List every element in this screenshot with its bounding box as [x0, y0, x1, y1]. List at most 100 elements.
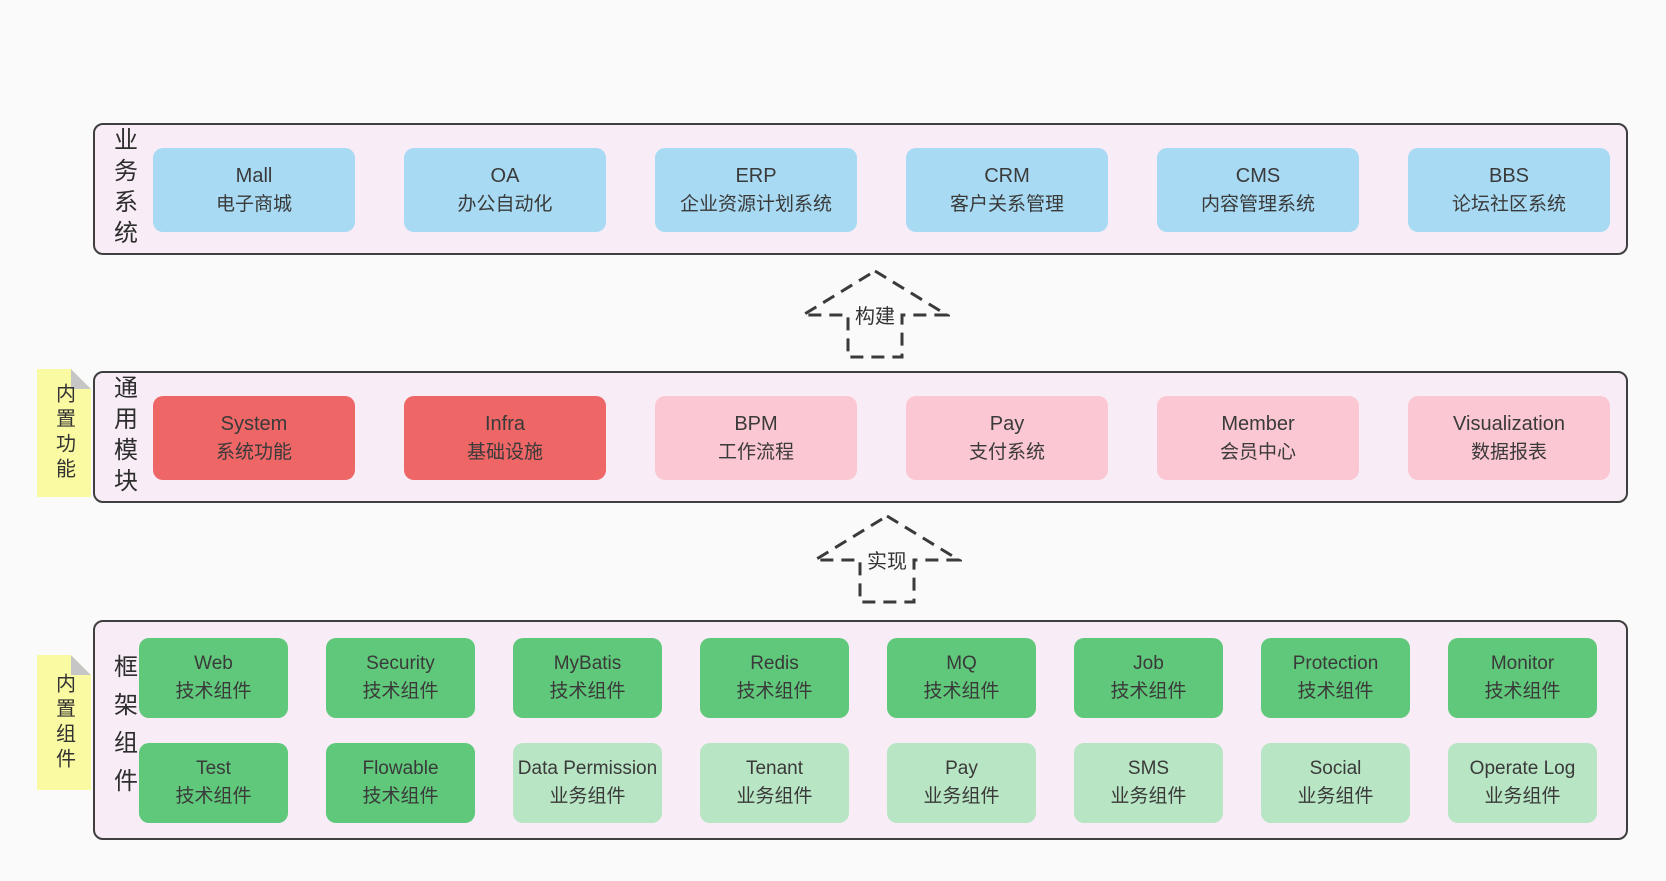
- box-subtitle: 会员中心: [1219, 441, 1296, 463]
- box-mq: MQ 技术组件: [887, 638, 1036, 718]
- box-subtitle: 技术组件: [362, 786, 439, 807]
- sticky-note-builtin-components: 内置组件: [37, 655, 91, 790]
- box-title: Data Permission: [517, 758, 658, 780]
- box-bbs: BBS 论坛社区系统: [1408, 148, 1610, 232]
- box-title: BPM: [734, 412, 778, 435]
- arrow-build-up: 构建: [800, 268, 950, 360]
- box-subtitle: 支付系统: [968, 441, 1045, 463]
- note-text: 内置组件: [52, 672, 75, 773]
- box-mall: Mall 电子商城: [153, 148, 355, 232]
- box-subtitle: 电子商城: [215, 193, 292, 215]
- box-subtitle: 技术组件: [1110, 681, 1187, 702]
- box-title: Security: [366, 653, 435, 675]
- arrow-implement-label: 实现: [864, 550, 910, 575]
- box-title: Pay: [945, 758, 978, 780]
- box-job: Job 技术组件: [1074, 638, 1223, 718]
- box-protection: Protection 技术组件: [1261, 638, 1410, 718]
- box-title: OA: [490, 164, 520, 187]
- box-subtitle: 技术组件: [1297, 681, 1374, 702]
- box-title: Protection: [1292, 653, 1379, 675]
- layer-label-business-text: 业务系统: [109, 127, 137, 251]
- dashed-up-arrow-icon: [812, 514, 962, 604]
- box-monitor: Monitor 技术组件: [1448, 638, 1597, 718]
- arrow-build-label: 构建: [852, 305, 898, 330]
- box-title: Flowable: [362, 758, 439, 780]
- box-subtitle: 系统功能: [215, 441, 292, 463]
- box-title: Infra: [484, 412, 526, 435]
- framework-box-row-1: Web 技术组件 Security 技术组件 MyBatis 技术组件 Redi…: [139, 638, 1597, 718]
- framework-box-row-2: Test 技术组件 Flowable 技术组件 Data Permission …: [139, 743, 1597, 823]
- layer-framework-components: 框架组件 Web 技术组件 Security 技术组件 MyBatis 技术组件…: [93, 620, 1628, 840]
- box-title: Test: [196, 758, 231, 780]
- box-security: Security 技术组件: [326, 638, 475, 718]
- box-subtitle: 技术组件: [175, 681, 252, 702]
- box-system: System 系统功能: [153, 396, 355, 480]
- box-title: CMS: [1235, 164, 1281, 187]
- box-subtitle: 办公自动化: [457, 193, 553, 215]
- box-title: Job: [1133, 653, 1164, 675]
- box-data-permission: Data Permission 业务组件: [513, 743, 662, 823]
- box-pay-component: Pay 业务组件: [887, 743, 1036, 823]
- note-text: 内置功能: [52, 383, 75, 483]
- box-subtitle: 业务组件: [736, 786, 813, 807]
- layer-common-modules: 通用模块 System 系统功能 Infra 基础设施 BPM 工作流程 Pay…: [93, 371, 1628, 503]
- box-crm: CRM 客户关系管理: [906, 148, 1108, 232]
- box-visualization: Visualization 数据报表: [1408, 396, 1610, 480]
- box-title: BBS: [1488, 164, 1530, 187]
- box-erp: ERP 企业资源计划系统: [655, 148, 857, 232]
- box-title: Pay: [989, 412, 1025, 435]
- box-title: Redis: [750, 653, 799, 675]
- layer-label-framework: 框架组件: [103, 622, 143, 838]
- box-tenant: Tenant 业务组件: [700, 743, 849, 823]
- box-title: System: [220, 412, 288, 435]
- layer-business-systems: 业务系统 Mall 电子商城 OA 办公自动化 ERP 企业资源计划系统 CRM…: [93, 123, 1628, 255]
- box-title: MQ: [946, 653, 977, 675]
- box-subtitle: 工作流程: [717, 441, 794, 463]
- box-subtitle: 业务组件: [1110, 786, 1187, 807]
- layer-label-modules: 通用模块: [103, 373, 143, 501]
- box-subtitle: 论坛社区系统: [1451, 193, 1566, 215]
- box-test: Test 技术组件: [139, 743, 288, 823]
- box-web: Web 技术组件: [139, 638, 288, 718]
- box-subtitle: 业务组件: [923, 786, 1000, 807]
- box-title: CRM: [984, 164, 1030, 187]
- box-title: Social: [1309, 758, 1362, 780]
- box-subtitle: 技术组件: [362, 681, 439, 702]
- arrow-implement-up: 实现: [812, 513, 962, 605]
- box-member: Member 会员中心: [1157, 396, 1359, 480]
- box-subtitle: 企业资源计划系统: [679, 193, 832, 215]
- box-subtitle: 业务组件: [549, 786, 626, 807]
- box-infra: Infra 基础设施: [404, 396, 606, 480]
- box-cms: CMS 内容管理系统: [1157, 148, 1359, 232]
- box-title: Operate Log: [1469, 758, 1576, 780]
- box-subtitle: 技术组件: [175, 786, 252, 807]
- dashed-up-arrow-icon: [800, 269, 950, 359]
- box-subtitle: 技术组件: [923, 681, 1000, 702]
- box-subtitle: 业务组件: [1297, 786, 1374, 807]
- box-mybatis: MyBatis 技术组件: [513, 638, 662, 718]
- box-title: MyBatis: [553, 653, 622, 675]
- layer-label-business: 业务系统: [103, 125, 143, 253]
- box-oa: OA 办公自动化: [404, 148, 606, 232]
- box-subtitle: 技术组件: [549, 681, 626, 702]
- box-title: Tenant: [745, 758, 804, 780]
- box-subtitle: 业务组件: [1484, 786, 1561, 807]
- box-subtitle: 技术组件: [1484, 681, 1561, 702]
- box-pay-system: Pay 支付系统: [906, 396, 1108, 480]
- box-social: Social 业务组件: [1261, 743, 1410, 823]
- box-operate-log: Operate Log 业务组件: [1448, 743, 1597, 823]
- layer-label-framework-text: 框架组件: [109, 654, 137, 806]
- box-subtitle: 数据报表: [1470, 441, 1547, 463]
- box-flowable: Flowable 技术组件: [326, 743, 475, 823]
- box-title: ERP: [735, 164, 777, 187]
- box-title: Mall: [235, 164, 273, 187]
- box-title: Visualization: [1453, 412, 1565, 435]
- modules-box-row: System 系统功能 Infra 基础设施 BPM 工作流程 Pay 支付系统…: [153, 396, 1610, 480]
- box-sms: SMS 业务组件: [1074, 743, 1223, 823]
- box-subtitle: 内容管理系统: [1200, 193, 1315, 215]
- box-subtitle: 基础设施: [466, 441, 543, 463]
- box-title: Web: [194, 653, 233, 675]
- box-subtitle: 技术组件: [736, 681, 813, 702]
- sticky-note-builtin-features: 内置功能: [37, 369, 91, 497]
- box-title: SMS: [1127, 758, 1170, 780]
